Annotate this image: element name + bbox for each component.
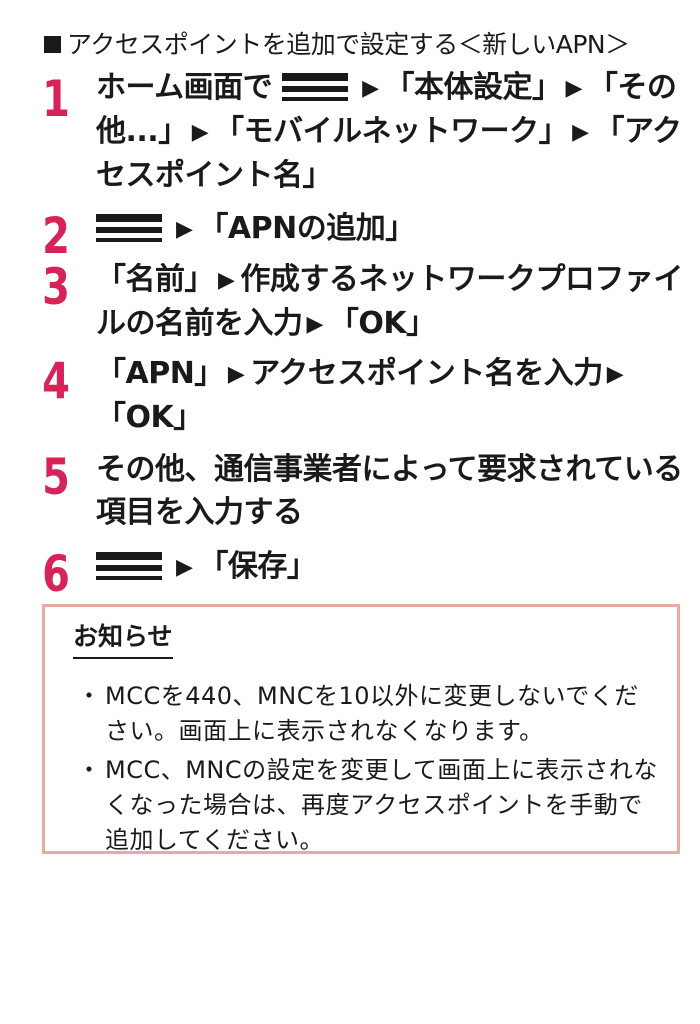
arrow-icon: ▶ <box>176 217 193 242</box>
step-phrase: 「本体設定」 <box>384 70 562 105</box>
step-number: 6 <box>42 545 70 603</box>
notice-list: ・MCCを440、MNCを10以外に変更しないでください。画面上に表示されなくな… <box>73 679 663 862</box>
step-phrase: 「名前」 <box>96 262 215 297</box>
step-phrase: 「アクセスポイント名」 <box>96 114 682 193</box>
arrow-icon: ▶ <box>306 312 324 337</box>
step-text: その他、通信事業者によって要求されている項目を入力する <box>96 448 686 534</box>
menu-icon <box>282 73 349 101</box>
step-phrase: その他、通信事業者によって要求されている項目を入力する <box>96 452 683 530</box>
bullet-icon: ・ <box>77 756 102 784</box>
notice-item-text: MCC、MNCの設定を変更して画面上に表示されなくなった場合は、再度アクセスポイ… <box>105 756 658 854</box>
step-number: 1 <box>42 70 70 128</box>
step-phrase: 作成するネットワークプロファイルの名前を入力 <box>96 262 683 341</box>
menu-icon <box>96 214 162 242</box>
arrow-icon: ▶ <box>606 362 624 387</box>
notice-item-text: MCCを440、MNCを10以外に変更しないでください。画面上に表示されなくなり… <box>105 682 639 745</box>
step-phrase: 「その他...」 <box>96 70 677 149</box>
notice-box: お知らせ ・MCCを440、MNCを10以外に変更しないでください。画面上に表示… <box>42 604 680 854</box>
step-number: 5 <box>42 448 70 506</box>
arrow-icon: ▶ <box>565 76 582 101</box>
step-text: ▶「APNの追加」 <box>96 207 686 251</box>
step-text: ホーム画面で ▶「本体設定」▶「その他...」▶「モバイルネットワーク」▶「アク… <box>96 66 686 197</box>
arrow-icon: ▶ <box>362 76 379 101</box>
step-text: ▶「保存」 <box>96 545 686 589</box>
arrow-icon: ▶ <box>218 268 235 293</box>
menu-icon <box>96 552 162 580</box>
notice-title: お知らせ <box>73 621 173 659</box>
step-number: 4 <box>42 352 70 410</box>
square-bullet-icon <box>44 36 61 53</box>
step-number: 3 <box>42 258 70 316</box>
step-phrase: 「APNの追加」 <box>198 211 415 246</box>
arrow-icon: ▶ <box>191 120 209 145</box>
notice-item: ・MCCを440、MNCを10以外に変更しないでください。画面上に表示されなくな… <box>73 679 663 749</box>
section-heading-text: アクセスポイントを追加で設定する＜新しいAPN＞ <box>67 30 630 59</box>
step-phrase: 「モバイルネットワーク」 <box>214 114 569 149</box>
step-text: 「名前」▶作成するネットワークプロファイルの名前を入力▶「OK」 <box>96 258 686 346</box>
arrow-icon: ▶ <box>176 555 193 580</box>
arrow-icon: ▶ <box>227 362 245 387</box>
step-phrase: 「OK」 <box>328 306 436 341</box>
arrow-icon: ▶ <box>572 120 589 145</box>
step-phrase: 「保存」 <box>198 549 317 584</box>
step-number: 2 <box>42 207 70 265</box>
section-heading: アクセスポイントを追加で設定する＜新しいAPN＞ <box>44 28 630 62</box>
bullet-icon: ・ <box>77 682 102 710</box>
step-phrase: ホーム画面で <box>96 70 273 105</box>
notice-item: ・MCC、MNCの設定を変更して画面上に表示されなくなった場合は、再度アクセスポ… <box>73 753 663 858</box>
step-phrase: アクセスポイント名を入力 <box>250 356 603 391</box>
step-phrase: 「OK」 <box>96 400 203 435</box>
step-phrase: 「APN」 <box>96 356 224 391</box>
step-text: 「APN」▶アクセスポイント名を入力▶「OK」 <box>96 352 686 439</box>
